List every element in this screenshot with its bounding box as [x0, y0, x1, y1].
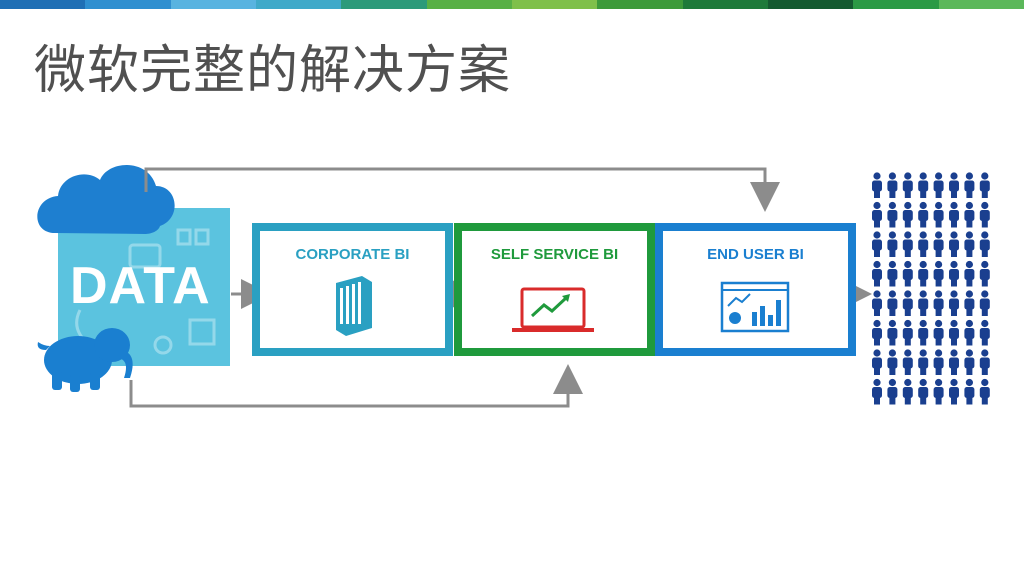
top-bar-segment [597, 0, 683, 9]
corporate-bi-label: CORPORATE BI [295, 246, 410, 263]
people-icon [949, 319, 959, 346]
end-user-bi-label: END USER BI [707, 246, 804, 263]
people-icon [949, 172, 959, 198]
people-icon [918, 378, 929, 405]
people-icon [964, 319, 975, 346]
top-bar-segment [170, 0, 256, 9]
people-icon [979, 378, 990, 405]
top-bar-segment [341, 0, 427, 9]
bypass-arrow-bottom [129, 364, 583, 408]
people-icon [918, 231, 929, 257]
people-icon [872, 378, 882, 405]
top-bar-segment [255, 0, 342, 9]
people-icon [918, 201, 929, 228]
people-icon [902, 172, 913, 198]
people-icon [887, 290, 898, 316]
people-icon [964, 231, 975, 257]
people-icon [964, 201, 975, 228]
laptop-chart-icon [512, 287, 594, 332]
bypass-arrow-top [144, 167, 780, 212]
people-icon [918, 349, 929, 375]
corporate-bi-box [252, 223, 453, 356]
self-service-bi-box [454, 223, 655, 356]
people-icon [949, 290, 959, 316]
end-user-bi-box [655, 223, 856, 356]
people-icon [872, 290, 882, 316]
people-icon [979, 319, 990, 346]
data-label: DATA [70, 257, 211, 315]
people-icon [964, 260, 975, 287]
self-service-bi-label: SELF SERVICE BI [490, 246, 619, 263]
people-icon [933, 231, 944, 257]
people-icon [887, 201, 898, 228]
people-icon [979, 231, 990, 257]
people-icon [872, 231, 882, 257]
people-icon [979, 349, 990, 375]
people-icon [964, 290, 975, 316]
people-icon [979, 260, 990, 287]
people-icon [872, 172, 882, 198]
people-icon [887, 349, 898, 375]
top-bar-segment [511, 0, 598, 9]
top-bar-segment [853, 0, 939, 9]
people-icon [887, 231, 898, 257]
people-icon [949, 231, 959, 257]
dashboard-icon [720, 281, 790, 333]
top-bar-segment [0, 0, 86, 9]
people-icon [949, 260, 959, 287]
people-icon [933, 172, 944, 198]
building-icon [336, 276, 372, 336]
people-icon [918, 290, 929, 316]
cloud-icon [37, 164, 175, 234]
people-icon [933, 290, 944, 316]
people-icon [902, 319, 913, 346]
people-icon [979, 201, 990, 228]
people-icon [949, 201, 959, 228]
hadoop-elephant-icon [37, 328, 133, 392]
people-icon [964, 172, 975, 198]
people-icon [902, 201, 913, 228]
people-icon [887, 319, 898, 346]
top-bar-segment [682, 0, 768, 9]
top-bar-segment [426, 0, 512, 9]
people-icon [887, 172, 898, 198]
people-icon [933, 349, 944, 375]
top-color-bar [0, 0, 1024, 9]
top-bar-segment [938, 0, 1024, 9]
people-icon [933, 378, 944, 405]
people-icon [918, 319, 929, 346]
people-icon [949, 378, 959, 405]
page-title: 微软完整的解决方案 [34, 41, 512, 101]
people-icon [933, 319, 944, 346]
top-bar-segment [767, 0, 854, 9]
people-icon [887, 378, 898, 405]
people-icon [979, 290, 990, 316]
people-icon [887, 260, 898, 287]
people-icon [964, 349, 975, 375]
people-icon [902, 290, 913, 316]
people-icon [872, 201, 882, 228]
people-icon [964, 378, 975, 405]
people-icon [902, 231, 913, 257]
people-icon [933, 260, 944, 287]
audience-people-grid [872, 172, 990, 405]
people-icon [902, 349, 913, 375]
people-icon [902, 260, 913, 287]
people-icon [979, 172, 990, 198]
people-icon [872, 349, 882, 375]
people-icon [902, 378, 913, 405]
people-icon [918, 172, 929, 198]
people-icon [872, 319, 882, 346]
top-bar-segment [85, 0, 171, 9]
people-icon [949, 349, 959, 375]
people-icon [933, 201, 944, 228]
people-icon [872, 260, 882, 287]
people-icon [918, 260, 929, 287]
